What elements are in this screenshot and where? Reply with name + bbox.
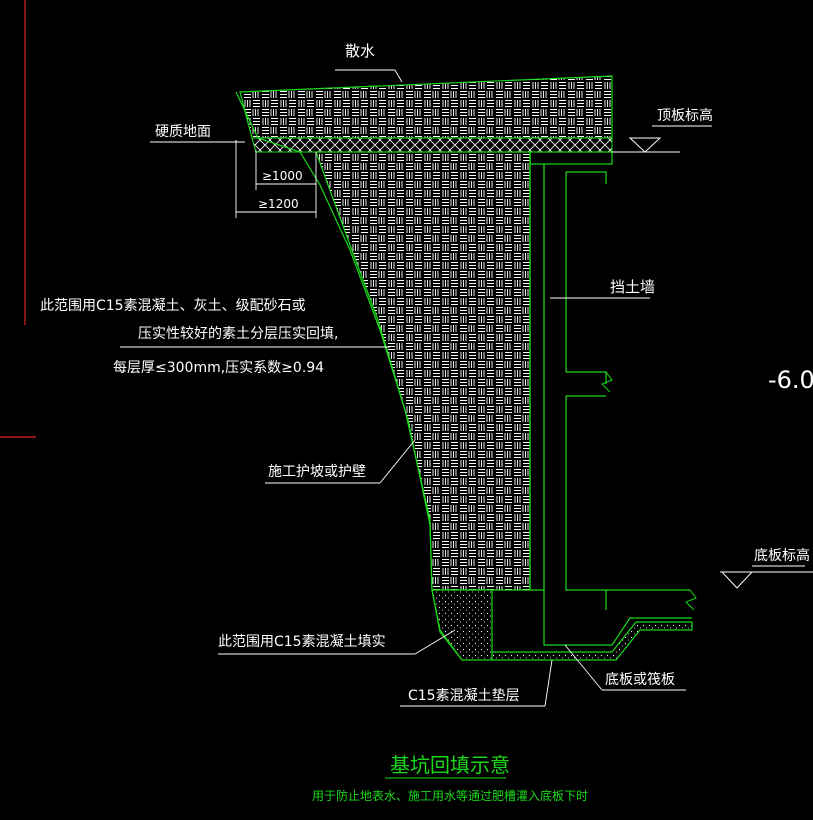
break-mark-upper	[601, 371, 613, 393]
label-slope-protection: 施工护坡或护壁	[268, 464, 366, 480]
diagram-title: 基坑回填示意	[390, 753, 510, 777]
label-top-slab-elev: 顶板标高	[657, 107, 713, 124]
c15-fill-zone	[431, 589, 493, 661]
label-scatter-water: 散水	[345, 42, 375, 60]
raft-slab-outline	[543, 590, 692, 646]
break-mark-lower	[685, 589, 697, 611]
base-slab	[491, 621, 693, 661]
label-dim-1200: ≥1200	[258, 197, 299, 211]
diagram-subtitle: 用于防止地表水、施工用水等通过肥槽灌入底板下时	[312, 788, 588, 803]
top-slab	[529, 151, 613, 165]
ground-surface-layer	[239, 75, 613, 139]
leader-c15-fill-angle	[414, 629, 456, 655]
label-dim-1000: ≥1000	[262, 169, 303, 183]
bottom-elevation-marker	[720, 571, 813, 589]
label-retaining-wall: 挡土墙	[610, 278, 655, 296]
label-bottom-slab-elev: 底板标高	[754, 547, 810, 564]
base-course-band	[251, 137, 613, 153]
leader-slope-angle	[379, 439, 416, 484]
label-raft-slab: 底板或筏板	[605, 671, 675, 688]
label-elevation-fragment: -6.0	[768, 366, 813, 394]
label-fill-note-3: 每层厚≤300mm,压实系数≥0.94	[113, 360, 324, 376]
leader-scatter-water-tick	[394, 69, 403, 83]
backfill-zone	[315, 151, 531, 591]
wall-inner-line-upper	[565, 171, 607, 384]
label-fill-note-1: 此范围用C15素混凝土、灰土、级配砂石或	[40, 297, 306, 314]
top-elevation-marker	[612, 137, 680, 153]
retaining-wall-body	[529, 152, 545, 591]
label-c15-fill: 此范围用C15素混凝土填实	[218, 633, 386, 650]
leader-raft-angle	[564, 644, 603, 691]
dimension-lines	[235, 140, 317, 218]
label-fill-note-2: 压实性较好的素土分层压实回填,	[138, 326, 338, 342]
leader-cushion-angle	[544, 659, 553, 707]
excavation-slope	[235, 91, 463, 661]
wall-inner-line-lower	[565, 395, 690, 610]
label-c15-cushion: C15素混凝土垫层	[408, 688, 520, 704]
label-hard-ground: 硬质地面	[155, 124, 211, 140]
